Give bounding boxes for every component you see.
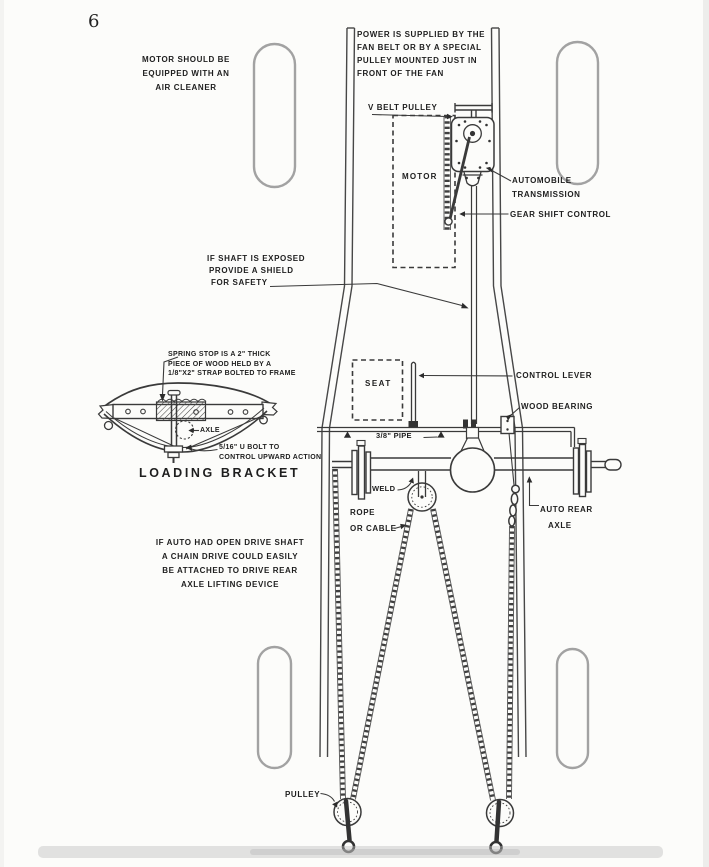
transmission-drawing — [444, 116, 495, 226]
label-motor: MOTOR — [402, 172, 438, 181]
rope-diagonal-right — [430, 508, 496, 801]
gear-shift-lever — [444, 136, 471, 226]
label-u-bolt-note: 5/16" U BOLT TO CONTROL UPWARD ACTION — [219, 444, 322, 461]
rope-diagonal-left — [350, 508, 414, 800]
leader-lines — [161, 113, 539, 802]
loading-bracket-drawing — [97, 382, 278, 463]
rope-right-vertical — [506, 525, 515, 800]
chain-hook — [508, 432, 521, 527]
pulley-bottom-left — [333, 797, 362, 854]
label-control-lever: CONTROL LEVER — [516, 371, 593, 380]
label-rope-or-cable: ROPE OR CABLE — [350, 508, 397, 533]
control-lever-drawing — [408, 361, 418, 427]
tire-bottom-left — [256, 645, 293, 770]
label-gear-shift-control: GEAR SHIFT CONTROL — [510, 210, 612, 219]
page-number: 6 — [88, 11, 100, 32]
label-weld: WELD — [372, 484, 396, 493]
label-spring-stop-note: SPRING STOP IS A 2" THICK PIECE OF WOOD … — [168, 351, 296, 377]
motor-outline — [392, 114, 456, 269]
weld-pulley — [407, 471, 437, 512]
rear-axle — [332, 426, 622, 500]
v-belt-pulley-drawing — [454, 103, 493, 118]
label-wood-bearing: WOOD BEARING — [521, 402, 594, 411]
fan-belt — [443, 116, 451, 230]
tire-top-right — [555, 40, 600, 186]
tire-top-left — [252, 42, 297, 189]
pipe-crossmember — [317, 426, 576, 447]
universal-joint — [462, 171, 483, 187]
label-auto-rear-axle: AUTO REAR AXLE — [540, 505, 593, 530]
label-power-note: POWER IS SUPPLIED BY THE FAN BELT OR BY … — [357, 30, 486, 78]
label-shield-note: IF SHAFT IS EXPOSED PROVIDE A SHIELD FOR… — [207, 254, 306, 287]
arrowheads — [159, 113, 533, 808]
label-pulley: PULLEY — [285, 790, 321, 799]
label-v-belt-pulley: V BELT PULLEY — [368, 103, 438, 112]
pulley-bottom-right — [485, 798, 515, 855]
seat-outline — [351, 359, 404, 421]
label-motor-note: MOTOR SHOULD BE EQUIPPED WITH AN AIR CLE… — [142, 55, 230, 92]
label-axle: AXLE — [200, 427, 220, 434]
label-pipe: 3/8" PIPE — [376, 431, 412, 440]
label-chain-note: IF AUTO HAD OPEN DRIVE SHAFT A CHAIN DRI… — [155, 538, 305, 589]
tire-bottom-right — [555, 647, 590, 770]
rope-left-vertical — [332, 468, 346, 800]
label-seat: SEAT — [365, 379, 392, 388]
frame-rails — [319, 27, 527, 758]
label-automobile-transmission: AUTOMOBILE TRANSMISSION — [512, 176, 581, 199]
drive-shaft — [463, 186, 478, 429]
label-loading-bracket: LOADING BRACKET — [139, 466, 301, 480]
